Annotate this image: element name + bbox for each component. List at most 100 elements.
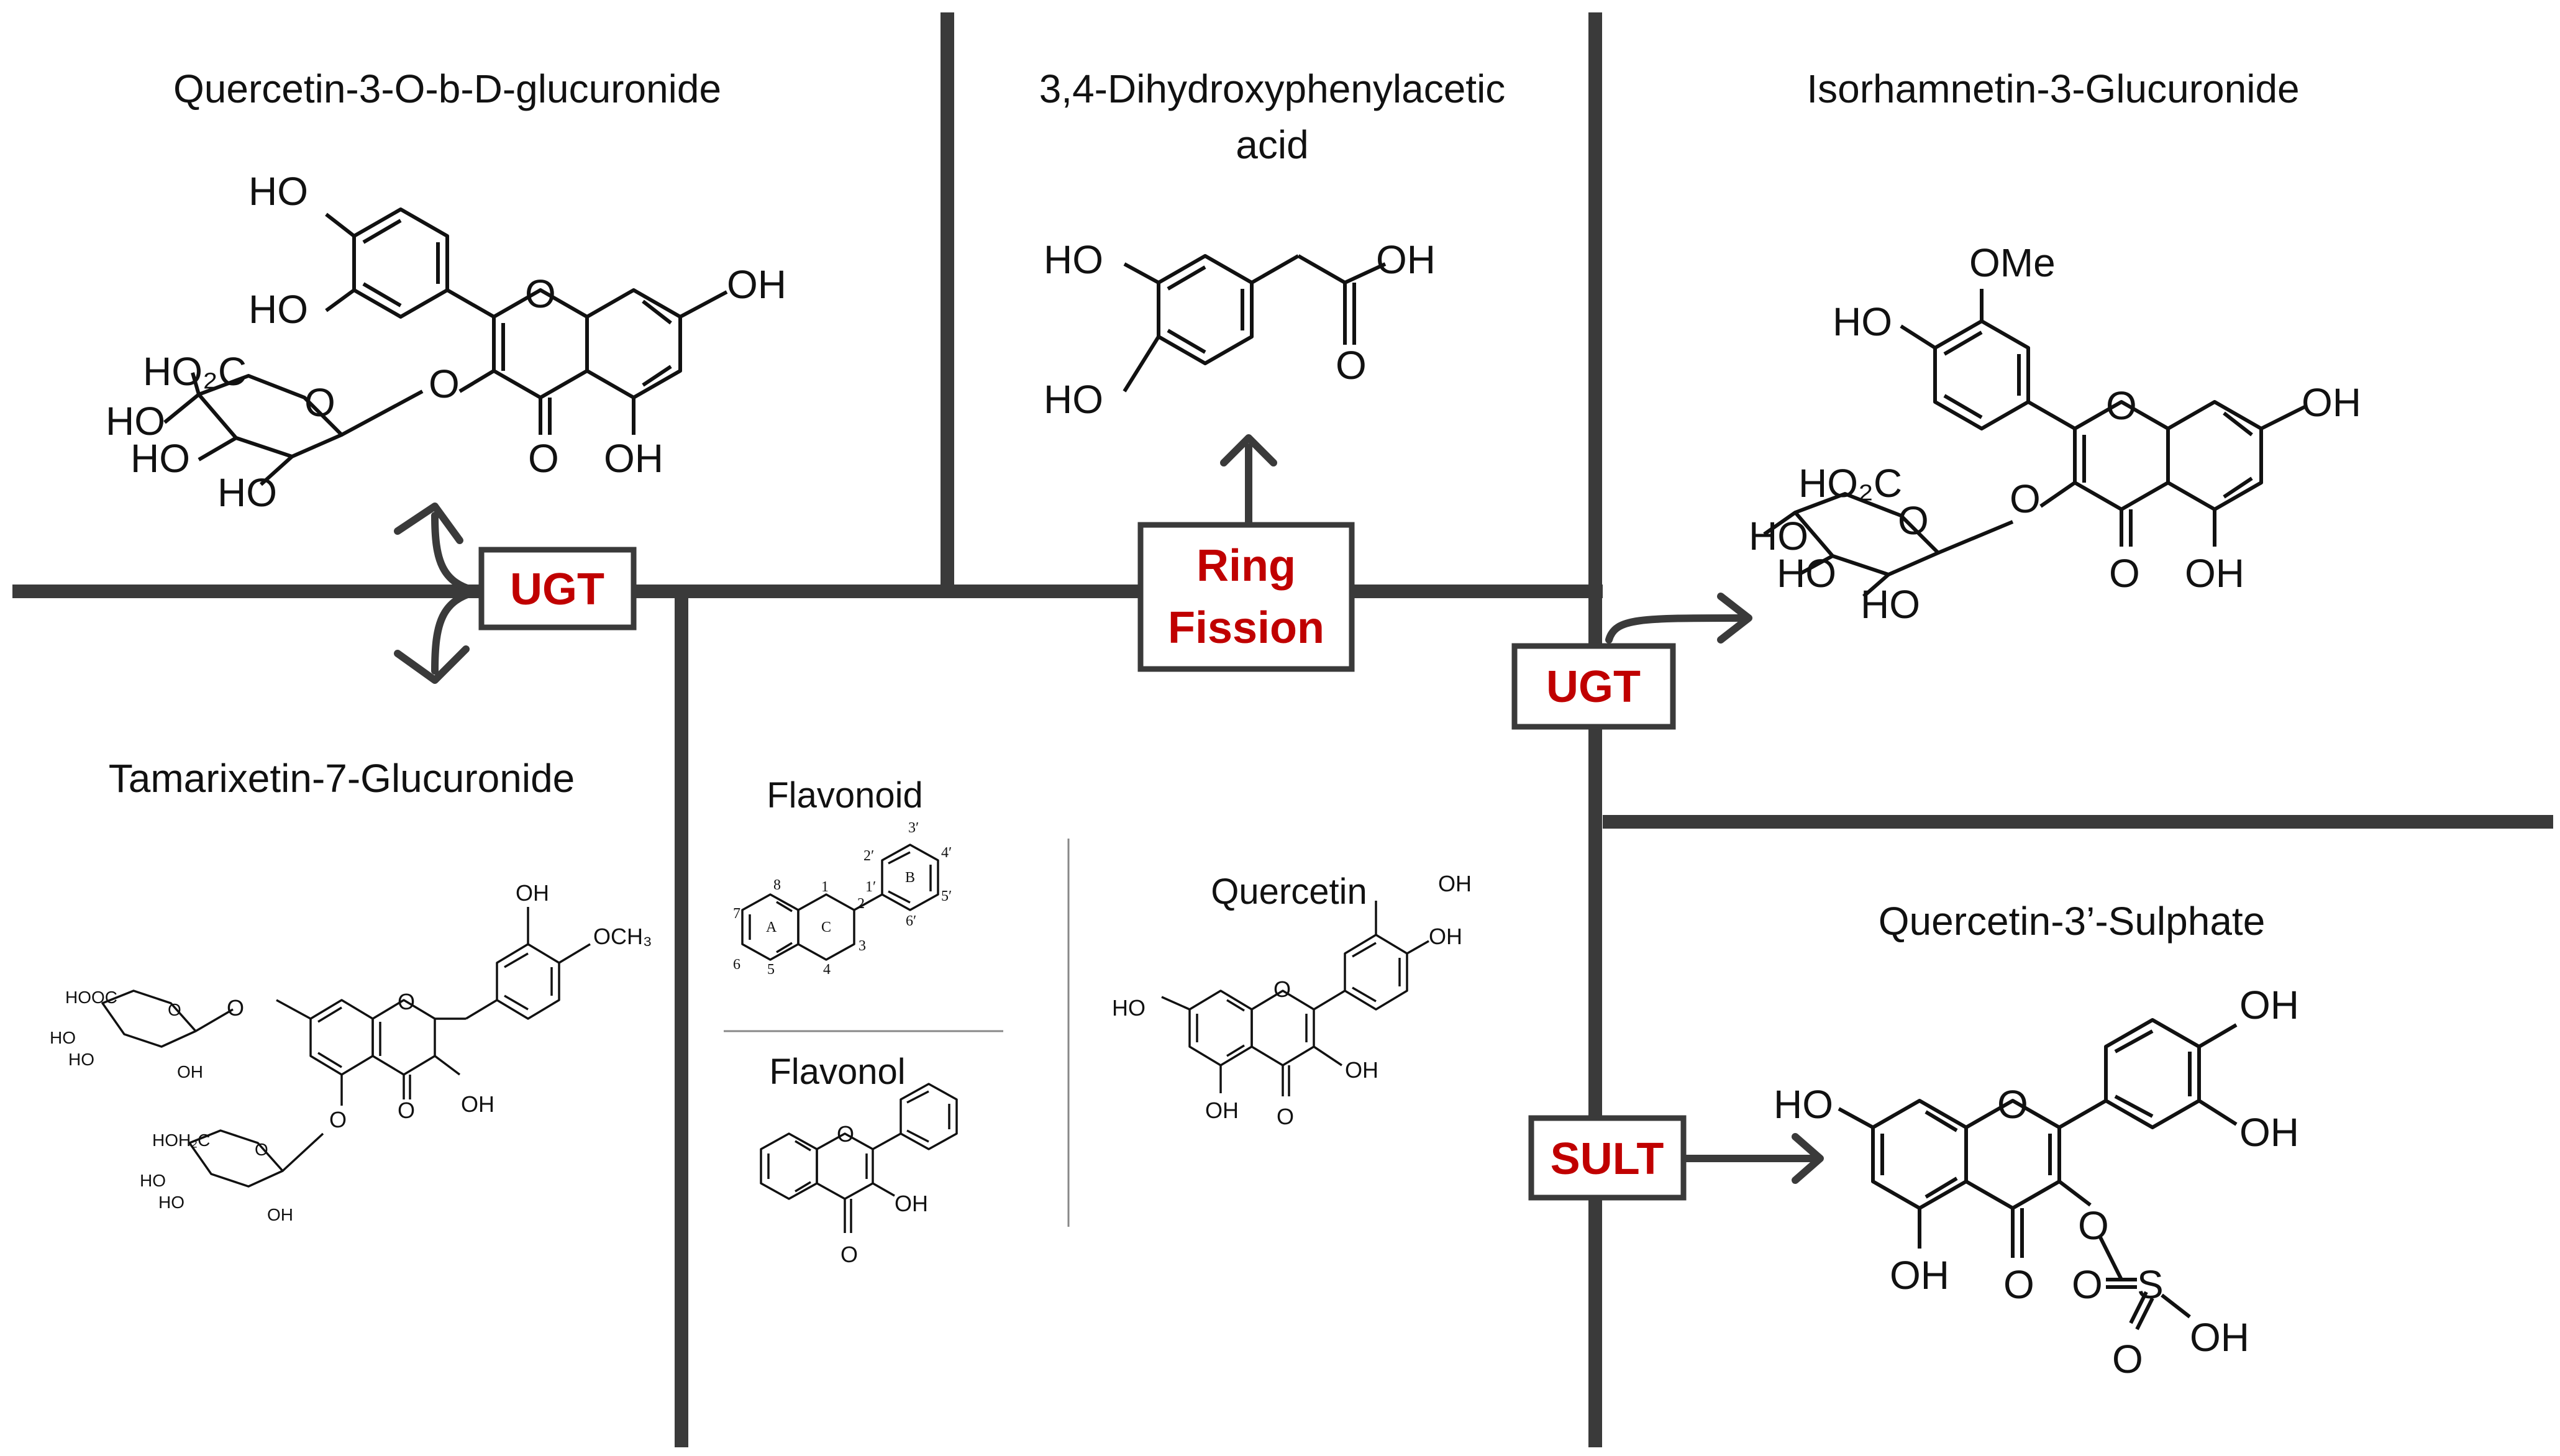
flavonoid-title: Flavonoid [767, 775, 922, 816]
svg-text:O: O [1273, 976, 1291, 1002]
svg-text:O: O [227, 995, 244, 1021]
svg-text:OH: OH [2185, 551, 2244, 596]
svg-text:A: A [766, 919, 777, 935]
svg-text:HO: HO [68, 1050, 94, 1069]
svg-text:C: C [821, 919, 831, 935]
svg-text:O: O [528, 436, 559, 481]
ugt-left-box: UGT [478, 547, 637, 630]
svg-text:4′: 4′ [941, 845, 952, 861]
svg-text:O: O [2109, 551, 2140, 596]
flavonol-title: Flavonol [769, 1052, 905, 1092]
quercetin-sulphate-title: Quercetin-3’-Sulphate [1879, 899, 2266, 944]
svg-text:2′: 2′ [863, 848, 874, 864]
svg-text:OH: OH [1205, 1098, 1239, 1123]
svg-text:O: O [255, 1140, 268, 1159]
svg-text:OH: OH [727, 262, 786, 307]
svg-text:HO: HO [1833, 299, 1892, 344]
svg-text:HOH₂C: HOH₂C [152, 1131, 210, 1150]
svg-text:O: O [1277, 1104, 1294, 1129]
svg-text:HO: HO [130, 436, 190, 481]
quercetin-sulphate-structure: OH OH O HO OH O O O S OH O [1774, 983, 2299, 1381]
svg-text:O: O [840, 1242, 858, 1267]
svg-text:7: 7 [733, 906, 740, 922]
svg-text:O: O [525, 271, 556, 316]
svg-text:HO: HO [140, 1171, 166, 1190]
ugt-right-box: UGT [1511, 643, 1676, 730]
svg-text:HO: HO [106, 399, 165, 444]
svg-text:OH: OH [1890, 1253, 1949, 1298]
svg-text:OH: OH [2302, 380, 2361, 425]
svg-text:OH: OH [604, 436, 663, 481]
isorhamnetin-structure: OMe HO O OH O OH O HO₂C O HO HO HO [1749, 240, 2361, 627]
ring-fission-box: Ring Fission [1137, 522, 1355, 672]
svg-text:HO: HO [248, 169, 308, 214]
ring-fission-label-1: Ring [1196, 541, 1296, 591]
svg-text:1: 1 [821, 879, 829, 895]
svg-text:OH: OH [177, 1062, 203, 1081]
svg-text:OH: OH [2239, 1110, 2299, 1155]
svg-text:HO: HO [217, 470, 277, 515]
svg-text:8: 8 [773, 877, 781, 893]
arrow-up-left [431, 512, 482, 595]
flavonol-structure: O OH O [760, 1083, 958, 1267]
tamarixetin-structure: OH OCH₃ O O OH O O HOOC O HO HO OH HOH₂C… [50, 880, 652, 1224]
svg-text:O: O [2010, 476, 2041, 521]
svg-text:HO₂C: HO₂C [143, 349, 247, 394]
arrow-down-left [431, 588, 482, 675]
svg-text:OH: OH [461, 1091, 494, 1117]
svg-text:OH: OH [267, 1205, 293, 1224]
svg-text:O: O [304, 380, 335, 425]
svg-text:OH: OH [1345, 1057, 1378, 1083]
svg-text:2: 2 [857, 896, 865, 912]
svg-text:1′: 1′ [865, 879, 876, 895]
svg-text:6′: 6′ [906, 913, 916, 929]
svg-text:HO: HO [1044, 377, 1103, 422]
arrows [394, 434, 1824, 1184]
svg-text:HO: HO [1044, 237, 1103, 282]
svg-text:5: 5 [767, 962, 775, 978]
svg-text:OH: OH [1376, 237, 1436, 282]
ugt-right-label: UGT [1546, 662, 1641, 712]
quercetin-structure: OH OH O HO OH O OH [1112, 871, 1472, 1129]
svg-text:S: S [2137, 1262, 2164, 1307]
svg-text:HO: HO [1112, 995, 1146, 1021]
panel-dividers [12, 12, 2553, 1447]
q3g-structure: HO HO O OH O OH O HO₂C O HO HO HO [106, 169, 786, 515]
svg-text:O: O [2112, 1337, 2143, 1381]
tamarixetin-title: Tamarixetin-7-Glucuronide [109, 756, 575, 801]
ugt-left-label: UGT [510, 565, 604, 614]
svg-text:OH: OH [2239, 983, 2299, 1027]
svg-text:O: O [429, 362, 460, 406]
svg-text:HOOC: HOOC [65, 988, 117, 1007]
svg-text:O: O [837, 1121, 854, 1147]
dopac-title-line1: 3,4-Dihydroxyphenylacetic [1039, 66, 1506, 111]
svg-text:O: O [1336, 343, 1367, 388]
svg-text:O: O [329, 1107, 347, 1132]
sult-box: SULT [1528, 1115, 1687, 1201]
isorhamnetin-title: Isorhamnetin-3-Glucuronide [1806, 66, 2299, 111]
svg-text:HO: HO [1777, 551, 1836, 596]
arrow-ugt-right [1605, 614, 1743, 644]
ring-fission-label-2: Fission [1168, 603, 1324, 653]
svg-text:OH: OH [516, 880, 549, 906]
svg-text:O: O [168, 1000, 181, 1019]
svg-text:O: O [2072, 1262, 2103, 1307]
svg-text:O: O [2078, 1203, 2109, 1248]
quercetin-title: Quercetin [1211, 871, 1367, 912]
svg-text:6: 6 [733, 957, 740, 973]
dopac-structure: HO HO OH O [1044, 237, 1436, 422]
svg-text:HO: HO [50, 1028, 76, 1047]
sult-label: SULT [1551, 1134, 1664, 1184]
svg-text:OH: OH [1438, 871, 1472, 896]
svg-text:HO: HO [1749, 514, 1808, 558]
svg-text:O: O [2106, 383, 2137, 428]
flavonoid-structure: A C B 1 2 3 4 5 6 7 8 1′ 2′ 3′ 4′ 5′ 6′ [733, 820, 952, 978]
svg-text:O: O [1898, 498, 1929, 543]
svg-text:HO: HO [248, 287, 308, 332]
svg-text:OH: OH [2190, 1315, 2249, 1360]
dopac-title-line2: acid [1236, 122, 1308, 167]
svg-text:O: O [398, 1098, 415, 1123]
svg-text:OMe: OMe [1969, 240, 2056, 285]
q3g-title: Quercetin-3-O-b-D-glucuronide [173, 66, 721, 111]
